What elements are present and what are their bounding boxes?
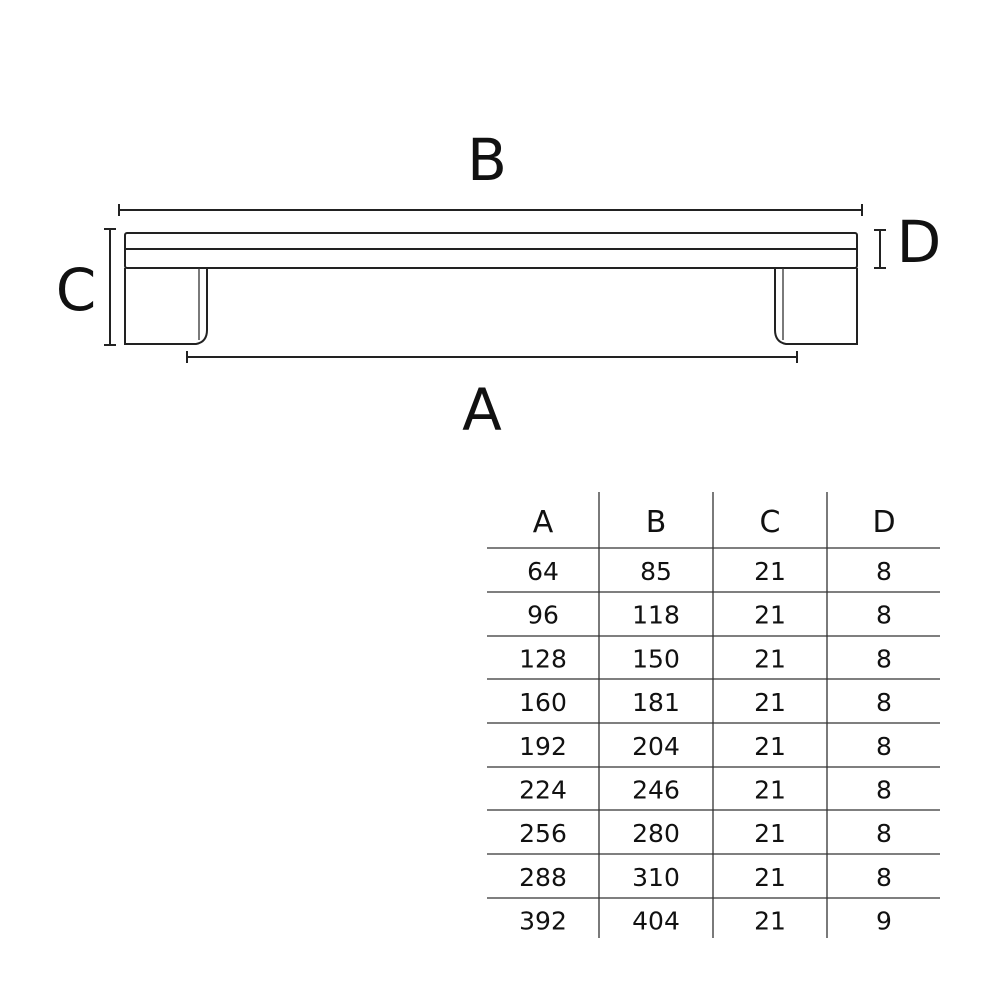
table-cell: 21 <box>754 688 786 717</box>
table-cell: 21 <box>754 601 786 630</box>
table-cell: 118 <box>632 601 680 630</box>
label-d: D <box>897 208 942 276</box>
table-cell: 8 <box>876 819 892 848</box>
table-cell: 8 <box>876 644 892 673</box>
table-header-d: D <box>872 505 895 540</box>
table-header-a: A <box>533 505 554 540</box>
table-cell: 392 <box>519 907 567 936</box>
table-cell: 8 <box>876 732 892 761</box>
table-cell: 128 <box>519 644 567 673</box>
table-cell: 404 <box>632 907 680 936</box>
table-cell: 96 <box>527 601 559 630</box>
table-cell: 8 <box>876 776 892 805</box>
label-b: B <box>467 126 507 194</box>
table-cell: 280 <box>632 819 680 848</box>
table-cell: 8 <box>876 688 892 717</box>
table-cell: 21 <box>754 907 786 936</box>
table-cell: 256 <box>519 819 567 848</box>
dimension-a: A <box>186 351 798 444</box>
table-cell: 21 <box>754 863 786 892</box>
handle-outline <box>124 232 858 345</box>
label-c: C <box>56 256 97 324</box>
table-cell: 310 <box>632 863 680 892</box>
table-cell: 21 <box>754 557 786 586</box>
table-cell: 64 <box>527 557 559 586</box>
table-cell: 181 <box>632 688 680 717</box>
table-cell: 21 <box>754 776 786 805</box>
table-cell: 8 <box>876 557 892 586</box>
table-cell: 85 <box>640 557 672 586</box>
table-cell: 8 <box>876 601 892 630</box>
dimension-b: B <box>118 126 863 216</box>
table-header-b: B <box>646 505 667 540</box>
table-cell: 21 <box>754 732 786 761</box>
table-cell: 150 <box>632 644 680 673</box>
table-cell: 160 <box>519 688 567 717</box>
table-cell: 21 <box>754 644 786 673</box>
table-cell: 8 <box>876 863 892 892</box>
table-cell: 288 <box>519 863 567 892</box>
dimensions-table: A B C D 64 85 21 8 96 118 21 8 128 150 21 8 160 181 21 8 192… <box>487 492 940 938</box>
table-header-c: C <box>760 505 781 540</box>
table-cell: 192 <box>519 732 567 761</box>
dimension-c: C <box>56 228 116 346</box>
table-cell: 204 <box>632 732 680 761</box>
table-cell: 224 <box>519 776 567 805</box>
table-cell: 9 <box>876 907 892 936</box>
table-cell: 21 <box>754 819 786 848</box>
table-cell: 246 <box>632 776 680 805</box>
label-a: A <box>462 376 502 444</box>
dimension-d: D <box>874 208 941 276</box>
